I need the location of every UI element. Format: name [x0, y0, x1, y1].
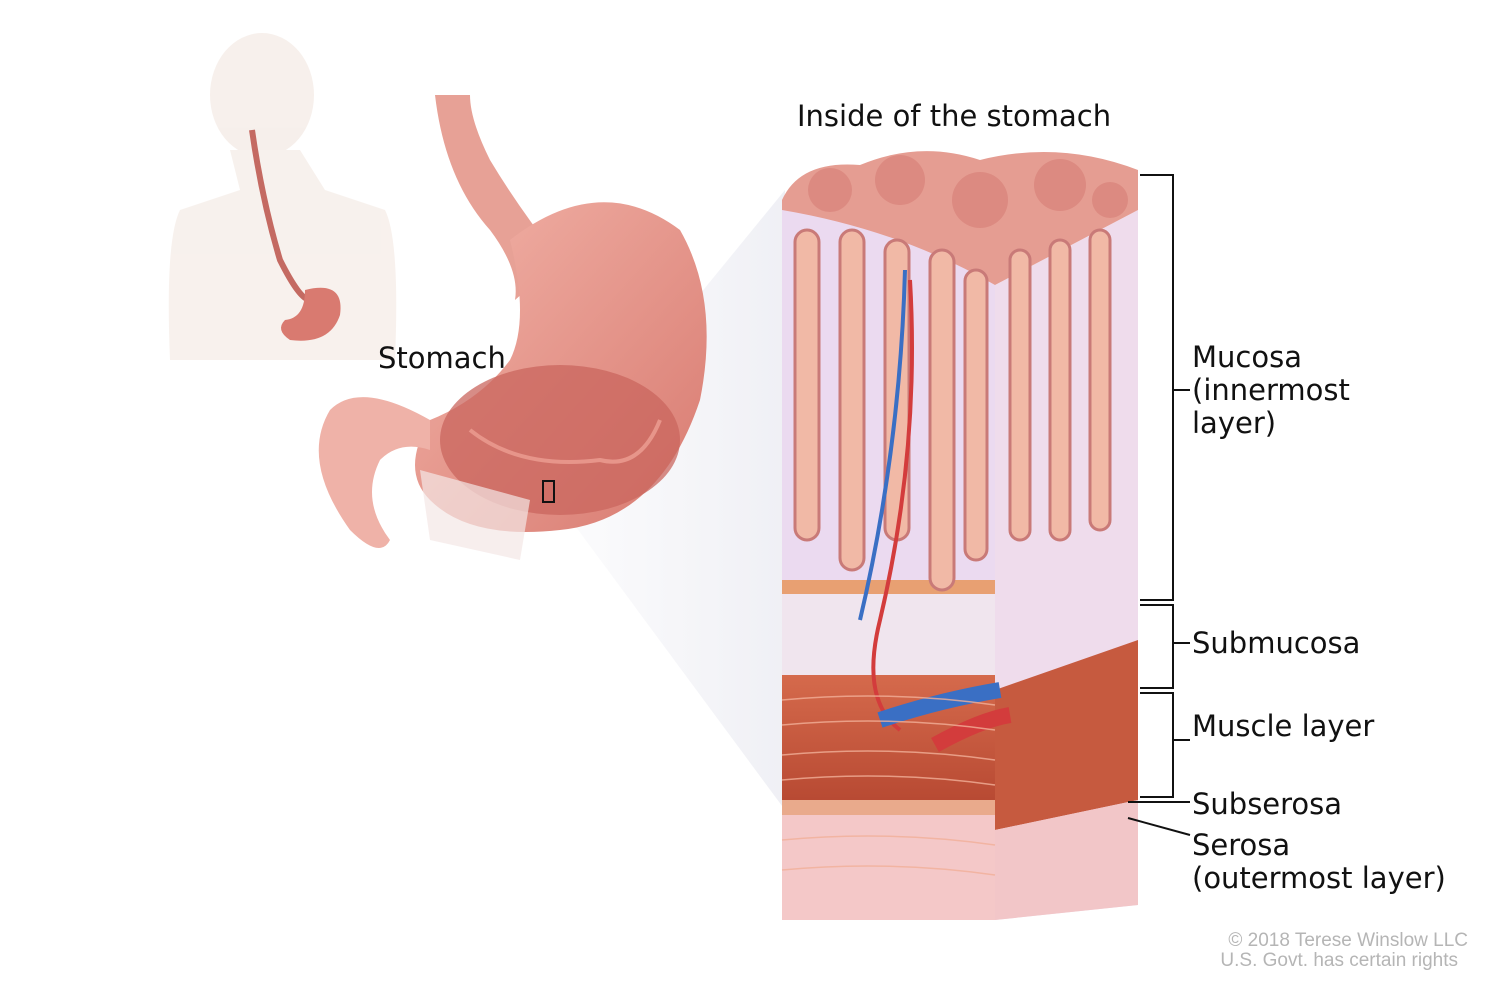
label-serosa: Serosa (outermost layer)	[1192, 829, 1446, 895]
copyright: © 2018 Terese Winslow LLC U.S. Govt. has…	[1220, 931, 1468, 971]
layer-brackets	[1127, 174, 1191, 836]
tissue-block	[781, 151, 1138, 920]
stomach-small	[281, 287, 341, 341]
label-stomach: Stomach	[378, 341, 506, 375]
zoom-region-marker	[542, 480, 555, 503]
muscle-bracket	[1140, 692, 1174, 798]
label-mucosa-line1: Mucosa	[1192, 340, 1302, 374]
zoom-projection	[548, 190, 785, 810]
mucosa-bracket	[1140, 174, 1174, 601]
human-body-silhouette	[168, 33, 397, 360]
serosa-pointer	[1127, 817, 1191, 836]
copyright-line2: U.S. Govt. has certain rights	[1220, 950, 1458, 971]
label-mucosa-line3: layer)	[1192, 406, 1277, 440]
esophagus-small	[249, 129, 311, 303]
label-mucosa: Mucosa (innermost layer)	[1192, 341, 1350, 440]
submucosa-bracket	[1140, 604, 1174, 689]
stomach-illustration	[318, 95, 707, 560]
label-serosa-line1: Serosa	[1192, 828, 1291, 862]
label-mucosa-line2: (innermost	[1192, 373, 1350, 407]
label-serosa-line2: (outermost layer)	[1192, 861, 1446, 895]
subserosa-layer	[782, 800, 995, 815]
label-subserosa: Subserosa	[1192, 787, 1343, 821]
label-muscle-layer: Muscle layer	[1192, 709, 1375, 743]
submucosa-layer	[782, 585, 995, 675]
diagram-title: Inside of the stomach	[797, 99, 1112, 133]
copyright-line1: © 2018 Terese Winslow LLC	[1228, 930, 1468, 951]
label-submucosa: Submucosa	[1192, 626, 1361, 660]
